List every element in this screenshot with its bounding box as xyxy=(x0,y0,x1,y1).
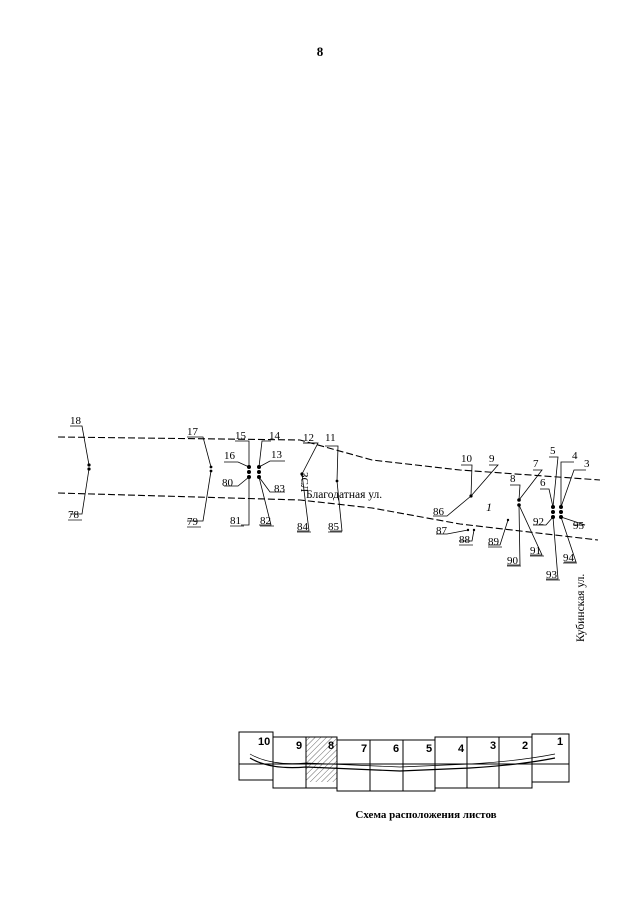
point-label: 80 xyxy=(222,477,234,489)
sheet-number: 5 xyxy=(426,743,432,755)
point-label: 79 xyxy=(187,516,199,528)
sheet-number: 3 xyxy=(490,740,496,752)
point-label: 16 xyxy=(224,450,236,462)
point-label: 18 xyxy=(70,415,82,427)
sheet-scheme-caption: Схема расположения листов xyxy=(355,809,496,821)
point-label: 93 xyxy=(546,569,558,581)
point-label: 85 xyxy=(328,521,340,533)
street-name-main: Благодатная ул. xyxy=(306,489,382,501)
point-label: 10 xyxy=(461,453,473,465)
point-label: 89 xyxy=(488,536,500,548)
road-bottom-boundary xyxy=(57,492,599,541)
point-label: 12 xyxy=(303,432,314,444)
point-label: 5 xyxy=(550,445,556,457)
point-label: 81 xyxy=(230,515,241,527)
sheet-number: 8 xyxy=(328,740,334,752)
sheet-number: 1 xyxy=(557,736,563,748)
point-label: 88 xyxy=(459,534,471,546)
street-name-cross: Кубинская ул. xyxy=(575,574,587,642)
point-label: 90 xyxy=(507,555,519,567)
point-label: 4 xyxy=(572,450,578,462)
sheet-number: 2 xyxy=(522,740,528,752)
point-label: 84 xyxy=(297,521,309,533)
point-label: 83 xyxy=(274,483,286,495)
point-label: 82 xyxy=(260,515,271,527)
cross-road-label: ЗСЛ xyxy=(298,472,310,493)
sheet-number: 6 xyxy=(393,743,399,755)
point-label: 14 xyxy=(269,430,281,442)
point-label: 11 xyxy=(325,432,336,444)
point-label: 94 xyxy=(563,552,575,564)
sheet-number: 4 xyxy=(458,743,465,755)
sheet-number: 7 xyxy=(361,743,367,755)
zone-label: 1 xyxy=(486,500,492,514)
leader-lines xyxy=(70,425,586,580)
point-label: 7 xyxy=(533,458,539,470)
point-label: 3 xyxy=(584,458,590,470)
point-label: 13 xyxy=(271,449,283,461)
point-label: 6 xyxy=(540,477,546,489)
point-label: 8 xyxy=(510,473,516,485)
point-label: 15 xyxy=(235,430,247,442)
point-label: 91 xyxy=(530,545,541,557)
point-label: 78 xyxy=(68,509,80,521)
sheet-number: 9 xyxy=(296,740,302,752)
sheet-scheme xyxy=(238,731,570,792)
point-label: 92 xyxy=(533,516,544,528)
label-underlines xyxy=(68,442,577,581)
point-label: 86 xyxy=(433,506,445,518)
point-label: 95 xyxy=(573,520,585,532)
page-number: 8 xyxy=(316,44,324,59)
sheet-number: 10 xyxy=(258,736,270,748)
point-label: 17 xyxy=(187,426,199,438)
point-label: 87 xyxy=(436,525,448,537)
road-top-boundary xyxy=(57,436,601,481)
point-label: 9 xyxy=(489,453,495,465)
